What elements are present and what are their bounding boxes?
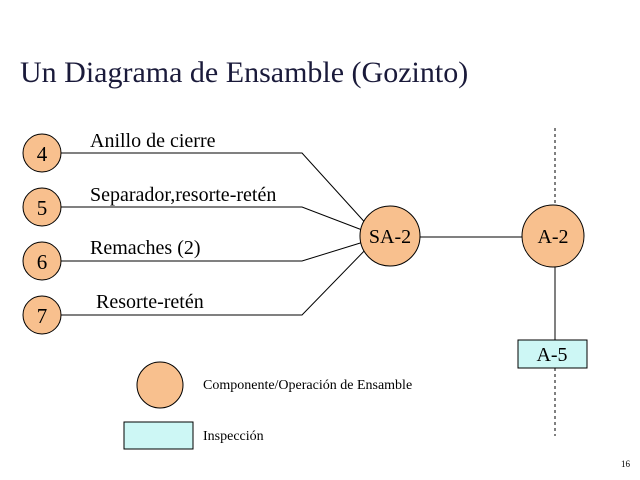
legend: Componente/Operación de Ensamble Inspecc… bbox=[123, 361, 412, 450]
connector-line-7 bbox=[42, 244, 371, 316]
page-number: 16 bbox=[621, 459, 631, 469]
slide-title: Un Diagrama de Ensamble (Gozinto) bbox=[20, 56, 468, 89]
legend-operation-label: Componente/Operación de Ensamble bbox=[203, 378, 412, 393]
connector-line-4 bbox=[42, 152, 371, 229]
subassembly-label: SA-2 bbox=[369, 226, 411, 248]
inspection-node: A-5 bbox=[517, 339, 588, 369]
component-label-4: Anillo de cierre bbox=[90, 130, 216, 152]
component-number-7: 7 bbox=[37, 304, 48, 328]
assembly-label: A-2 bbox=[537, 226, 568, 248]
component-node-6: 6 bbox=[22, 241, 62, 281]
component-node-7: 7 bbox=[22, 295, 62, 335]
component-label-5: Separador,resorte-retén bbox=[90, 184, 276, 206]
subassembly-node: SA-2 bbox=[359, 205, 421, 267]
component-node-5: 5 bbox=[22, 187, 62, 227]
component-number-5: 5 bbox=[37, 196, 48, 220]
component-label-6: Remaches (2) bbox=[90, 237, 201, 259]
inspection-label: A-5 bbox=[536, 344, 567, 366]
connector-line-6 bbox=[42, 239, 371, 262]
component-label-7: Resorte-retén bbox=[96, 291, 204, 313]
component-number-4: 4 bbox=[37, 142, 48, 166]
connector-line-5 bbox=[42, 206, 371, 234]
legend-inspection-box bbox=[123, 421, 194, 450]
component-number-6: 6 bbox=[37, 250, 48, 274]
assembly-node: A-2 bbox=[521, 204, 585, 268]
legend-inspection-label: Inspección bbox=[203, 429, 264, 444]
legend-operation-circle bbox=[136, 361, 184, 409]
component-node-4: 4 bbox=[22, 133, 62, 173]
